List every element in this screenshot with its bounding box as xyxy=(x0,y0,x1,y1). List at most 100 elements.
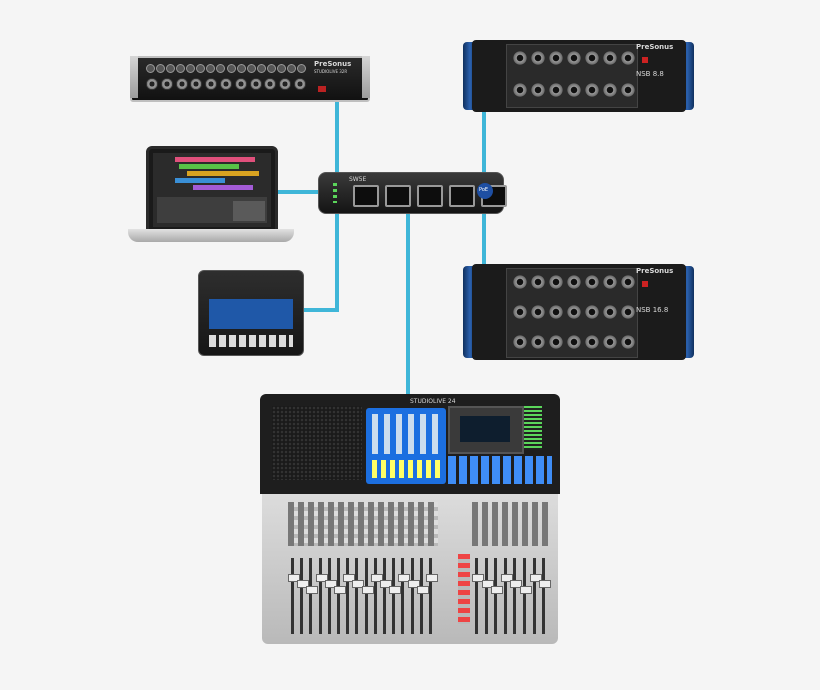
nsb-small-model: NSB 8.8 xyxy=(636,70,664,78)
mixer-fader-bank-right xyxy=(472,554,552,638)
fader-track xyxy=(337,558,340,634)
fader-cap[interactable] xyxy=(500,574,513,582)
fader-cap[interactable] xyxy=(481,580,494,588)
fader-track xyxy=(410,558,414,634)
nsb-16-8: PreSonus NSB 16.8 xyxy=(472,264,686,360)
switch-port-1 xyxy=(353,185,379,207)
cable-switch-to-mixer xyxy=(406,212,410,394)
switch-poe-badge: PoE xyxy=(477,183,493,199)
fader-cap[interactable] xyxy=(426,574,438,582)
nsb-large-led xyxy=(642,281,648,287)
fader-cap[interactable] xyxy=(398,574,411,582)
mixer-model-label: STUDIOLIVE 24 xyxy=(410,398,456,405)
fader-cap[interactable] xyxy=(288,574,300,582)
mixer-touchscreen xyxy=(448,406,524,454)
switch-poe-label: PoE xyxy=(479,187,489,193)
fader-cap[interactable] xyxy=(334,586,346,594)
monitor-screen xyxy=(209,299,293,329)
nsb-large-ports-panel xyxy=(506,268,638,358)
cable-laptop-to-switch xyxy=(276,190,320,194)
mixer-channel-buttons-right xyxy=(472,502,552,546)
laptop-base xyxy=(128,229,294,242)
stagebox-power-led xyxy=(318,86,326,92)
fader-cap[interactable] xyxy=(380,580,392,588)
fader-cap[interactable] xyxy=(297,580,310,588)
mixer-top-section: STUDIOLIVE 24 xyxy=(260,394,560,494)
fader-cap[interactable] xyxy=(472,574,484,582)
stagebox-studiolive-32r: PreSonus STUDIOLIVE 32R xyxy=(130,56,370,102)
nsb-small-brand: PreSonus xyxy=(636,43,674,51)
fader-track xyxy=(346,558,350,634)
fader-cap[interactable] xyxy=(324,580,337,588)
fader-cap[interactable] xyxy=(352,580,365,588)
fader-track xyxy=(383,558,386,634)
fader-cap[interactable] xyxy=(529,574,542,582)
monitor-buttons xyxy=(209,335,293,347)
fader-track xyxy=(355,558,359,634)
nsb-small-ports-panel xyxy=(506,44,638,108)
nsb-8-8: PreSonus NSB 8.8 xyxy=(472,40,686,112)
fader-track xyxy=(291,558,294,634)
mixer-fader-section xyxy=(262,494,558,644)
fader-track xyxy=(542,558,546,634)
fader-track xyxy=(419,558,423,634)
mixer-control-buttons xyxy=(448,456,552,484)
switch-label: SW5E xyxy=(349,176,367,183)
fader-track xyxy=(503,558,507,634)
cable-monitor-horizontal xyxy=(302,308,339,312)
mixer-master-buttons xyxy=(458,554,470,624)
stagebox-knob-row xyxy=(146,64,306,73)
fader-track xyxy=(318,558,322,634)
switch-status-leds xyxy=(333,183,337,203)
switch-port-4 xyxy=(449,185,475,207)
mixer-fat-channel xyxy=(366,408,446,484)
laptop-screen xyxy=(146,146,278,234)
fader-cap[interactable] xyxy=(306,586,319,594)
fader-track xyxy=(532,558,536,634)
daw-display xyxy=(153,153,271,227)
fader-track xyxy=(494,558,498,634)
fader-track xyxy=(364,558,368,634)
fader-track xyxy=(327,558,331,634)
fader-track xyxy=(309,558,313,634)
switch-port-3 xyxy=(417,185,443,207)
fader-cap[interactable] xyxy=(361,586,374,594)
fader-track xyxy=(484,558,488,634)
cable-monitor-to-switch xyxy=(335,212,339,312)
fader-cap[interactable] xyxy=(407,580,420,588)
fader-cap[interactable] xyxy=(315,574,328,582)
fader-track xyxy=(300,558,304,634)
rack-ear-right xyxy=(362,56,370,98)
nsb-large-brand: PreSonus xyxy=(636,267,674,275)
fader-track xyxy=(401,558,405,634)
stagebox-brand-logo: PreSonus xyxy=(314,60,352,68)
fader-track xyxy=(429,558,432,634)
mixer-channel-buttons-left xyxy=(288,502,438,546)
fader-track xyxy=(373,558,377,634)
fader-track xyxy=(523,558,526,634)
fader-cap[interactable] xyxy=(389,586,402,594)
fader-cap[interactable] xyxy=(416,586,429,594)
fader-cap[interactable] xyxy=(510,580,523,588)
mixer-speaker-grille xyxy=(272,406,362,480)
monitor-controller xyxy=(198,270,304,356)
mixer-meters xyxy=(524,406,542,450)
cable-stagebox-to-switch xyxy=(335,100,339,178)
fader-track xyxy=(475,558,478,634)
fader-cap[interactable] xyxy=(491,586,504,594)
switch-port-2 xyxy=(385,185,411,207)
rack-ear-left xyxy=(130,56,138,98)
nsb-large-model: NSB 16.8 xyxy=(636,306,669,314)
fader-track xyxy=(392,558,396,634)
fader-cap[interactable] xyxy=(520,586,532,594)
mixer-fader-bank-left xyxy=(288,554,438,638)
fader-cap[interactable] xyxy=(539,580,552,588)
avb-switch: SW5E PoE xyxy=(318,172,507,214)
switch-port-row xyxy=(353,185,507,207)
nsb-small-led xyxy=(642,57,648,63)
fader-cap[interactable] xyxy=(370,574,383,582)
stagebox-xlr-row xyxy=(146,78,306,90)
fader-track xyxy=(513,558,517,634)
fader-cap[interactable] xyxy=(343,574,356,582)
stagebox-model-label: STUDIOLIVE 32R xyxy=(314,69,348,74)
